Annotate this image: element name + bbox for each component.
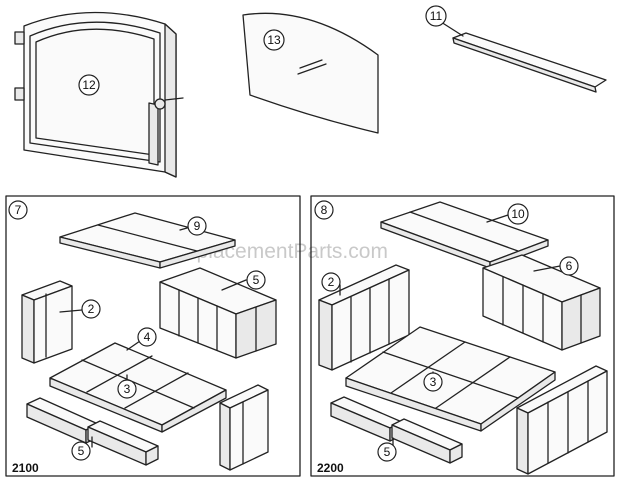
callout-side-left-2100-number: 2	[88, 302, 95, 316]
door-hinge-top	[14, 31, 25, 45]
side-wall-left-2200[interactable]	[318, 264, 410, 371]
callout-back-wall-2100-number: 5	[253, 273, 260, 287]
callout-floor-center-2200: 3	[423, 372, 443, 392]
callout-front-bricks-2100-number: 5	[78, 444, 85, 458]
callout-back-wall-2200-number: 6	[566, 259, 573, 273]
callout-front-bricks-2100: 5	[71, 441, 91, 461]
leader-back-wall-2200	[533, 265, 561, 272]
callout-floor-center-2100: 3	[117, 379, 137, 399]
callout-top-baffle-2200-number: 10	[511, 207, 525, 221]
panel-2200	[310, 195, 615, 477]
back-wall-2100[interactable]	[159, 267, 277, 359]
callout-deflector: 11	[425, 5, 447, 27]
model-label-2200: 2200	[317, 461, 344, 475]
callout-panel-2100-number: 7	[15, 203, 22, 217]
leader-side-left-2100	[59, 309, 83, 313]
model-label-2100: 2100	[12, 461, 39, 475]
callout-top-baffle-2100-number: 9	[194, 219, 201, 233]
callout-deflector-number: 11	[430, 9, 443, 23]
door-handle	[148, 102, 159, 166]
leader-back-wall-2100	[221, 279, 247, 291]
callout-back-wall-2100: 5	[246, 270, 266, 290]
floor-bricks-2100[interactable]	[49, 342, 227, 433]
door-glass[interactable]	[242, 12, 379, 134]
callout-front-bricks-2200: 5	[377, 442, 397, 462]
front-bricks-2200[interactable]	[330, 396, 463, 464]
callout-floor-top-2100-number: 4	[144, 330, 151, 344]
callout-top-baffle-2100: 9	[187, 216, 207, 236]
callout-side-left-2200: 2	[321, 272, 341, 292]
callout-door-number: 12	[82, 78, 96, 92]
top-baffle-2100[interactable]	[59, 212, 236, 269]
side-wall-right-2100[interactable]	[219, 384, 269, 471]
flue-deflector[interactable]	[452, 32, 607, 93]
panel-2100	[5, 195, 301, 477]
callout-panel-2200: 8	[314, 200, 334, 220]
callout-floor-top-2100: 4	[137, 327, 157, 347]
leader-floor-top-2100	[126, 340, 141, 351]
callout-glass-number: 13	[267, 33, 281, 47]
back-wall-2200[interactable]	[482, 254, 601, 351]
callout-door: 12	[78, 74, 100, 96]
callout-floor-center-2100-number: 3	[124, 382, 131, 396]
door-hinge-bottom	[14, 87, 25, 101]
callout-glass: 13	[263, 29, 285, 51]
leader-deflector	[440, 21, 464, 37]
callout-back-wall-2200: 6	[559, 256, 579, 276]
callout-side-left-2100: 2	[81, 299, 101, 319]
leader-top-baffle-2200	[486, 214, 509, 223]
callout-panel-2100: 7	[8, 200, 28, 220]
callout-floor-center-2200-number: 3	[430, 375, 437, 389]
callout-side-left-2200-number: 2	[328, 275, 335, 289]
callout-panel-2200-number: 8	[321, 203, 328, 217]
callout-front-bricks-2200-number: 5	[384, 445, 391, 459]
door-latch	[154, 98, 166, 110]
side-wall-right-2200[interactable]	[516, 365, 608, 475]
floor-bricks-2200[interactable]	[345, 326, 556, 432]
door-assembly[interactable]	[14, 11, 184, 178]
side-wall-left-2100[interactable]	[21, 280, 73, 364]
callout-top-baffle-2200: 10	[507, 203, 529, 225]
